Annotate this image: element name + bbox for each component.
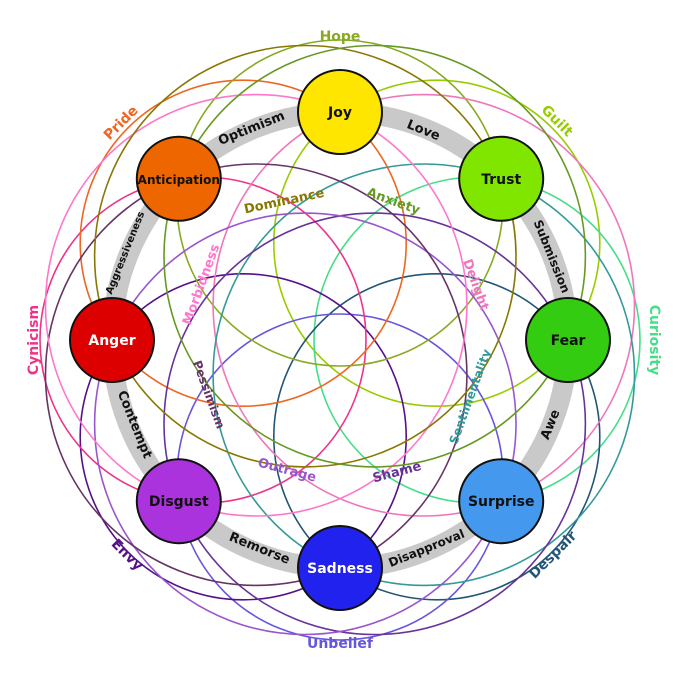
dyad-hope: Hope bbox=[320, 29, 361, 45]
emotion-fear: Fear bbox=[525, 297, 611, 383]
emotion-fear-label: Fear bbox=[551, 333, 586, 349]
emotion-anticipation: Anticipation bbox=[135, 135, 222, 222]
secondary-dyad-arc-despair bbox=[272, 272, 601, 601]
dyad-curiosity: Curiosity bbox=[646, 305, 662, 376]
tertiary-dyad-arc-pessimism bbox=[44, 163, 468, 587]
emotion-surprise-label: Surprise bbox=[468, 494, 535, 510]
emotion-disgust-circle bbox=[135, 458, 222, 545]
emotion-disgust-label: Disgust bbox=[149, 494, 209, 510]
dyad-guilt: Guilt bbox=[538, 102, 576, 140]
emotion-disgust: Disgust bbox=[135, 458, 222, 545]
emotion-sadness-label: Sadness bbox=[307, 561, 373, 577]
emotion-joy-circle bbox=[297, 69, 383, 155]
dyad-sentimentality: Sentimentality bbox=[447, 347, 494, 446]
emotion-surprise: Surprise bbox=[458, 458, 545, 545]
emotion-trust-circle bbox=[458, 135, 545, 222]
emotion-anticipation-label: Anticipation bbox=[138, 173, 220, 187]
dyad-unbelief: Unbelief bbox=[307, 636, 374, 652]
emotion-trust: Trust bbox=[458, 135, 545, 222]
emotion-surprise-circle bbox=[458, 458, 545, 545]
tertiary-dyad-arc-dominance bbox=[93, 44, 517, 468]
emotion-anger-circle bbox=[69, 297, 155, 383]
emotion-anger-label: Anger bbox=[88, 333, 135, 349]
secondary-dyad-arc-pride bbox=[79, 79, 407, 407]
emotion-fear-circle bbox=[525, 297, 611, 383]
emotion-joy-label: Joy bbox=[327, 105, 352, 121]
tertiary-dyad-arc-shame bbox=[163, 212, 587, 636]
emotion-joy: Joy bbox=[297, 69, 383, 155]
dyad-outrage: Outrage bbox=[256, 456, 318, 486]
tertiary-dyad-arc-anxiety bbox=[163, 44, 587, 468]
secondary-dyad-arc-envy bbox=[79, 272, 407, 601]
tertiary-dyad-arc-sentimentality bbox=[212, 163, 636, 587]
emotion-anticipation-circle bbox=[135, 135, 222, 222]
emotion-sadness: Sadness bbox=[297, 525, 383, 611]
emotion-sadness-circle bbox=[297, 525, 383, 611]
tertiary-dyad-arc-outrage bbox=[93, 212, 517, 636]
dyad-pride: Pride bbox=[101, 103, 142, 144]
emotion-trust-label: Trust bbox=[481, 172, 521, 188]
tertiary-dyad-arc-morbidness bbox=[44, 93, 468, 517]
emotion-anger: Anger bbox=[69, 297, 155, 383]
secondary-dyad-arc-guilt bbox=[272, 79, 601, 407]
dyad-pessimism: Pessimism bbox=[190, 359, 228, 431]
dyad-cynicism: Cynicism bbox=[26, 305, 42, 375]
tertiary-dyad-arc-delight bbox=[212, 93, 636, 517]
